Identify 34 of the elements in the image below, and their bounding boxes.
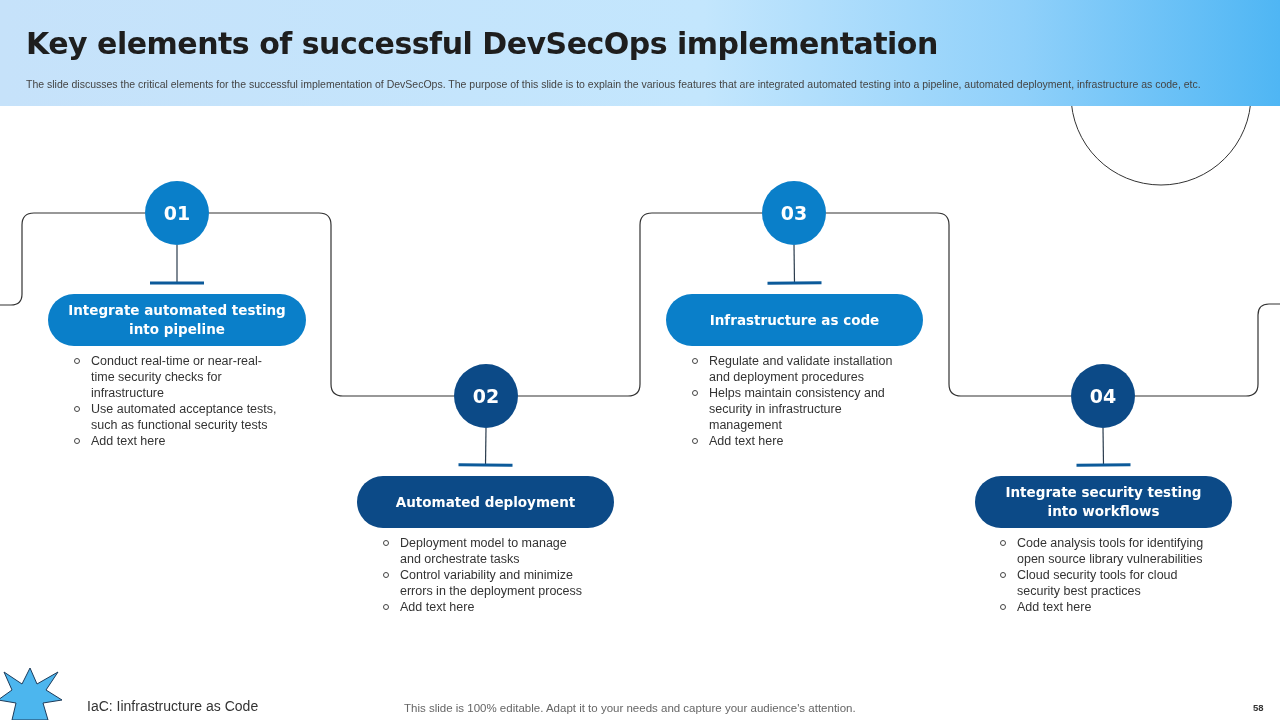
bullet-text: Add text here: [1017, 600, 1092, 614]
bullet-text: Add text here: [400, 600, 475, 614]
bullet-text: Deployment model to manage and orchestrate tasks: [400, 536, 567, 566]
bullet-text: Helps maintain consistency and security in infrastructure management: [709, 386, 885, 432]
slide-title: Key elements of successful DevSecOps implementation: [26, 26, 938, 61]
slide-description: The slide discusses the critical elements for the successful implementation of DevSecOps. The purpose of this slide is to explain the various features that are integrated automated testing into a pipeline, automated deployment, infrastructure as code, etc.: [26, 78, 1201, 90]
bullet-text: Control variability and minimize errors in the deployment process: [400, 568, 583, 598]
step-title-pill: Infrastructure as code: [666, 294, 923, 346]
bullet-text: Cloud security tools for cloud security best practices: [1017, 568, 1178, 598]
step-number-circle: 04: [1071, 364, 1135, 428]
connector-stem: [1075, 427, 1132, 467]
bullet-text: Use automated acceptance tests, such as functional security tests: [91, 402, 277, 432]
step-number-circle: 01: [145, 181, 209, 245]
connector-line: [517, 212, 763, 397]
step-number-circle: 03: [762, 181, 826, 245]
step-title-pill: Integrate security testing into workflows: [975, 476, 1232, 528]
step-title-pill: Integrate automated testing into pipeline: [48, 294, 306, 346]
connector-line: [208, 212, 455, 397]
bullet-text: Code analysis tools for identifying open source library vulnerabilities: [1017, 536, 1204, 566]
step-number-circle: 02: [454, 364, 518, 428]
footer-note: This slide is 100% editable. Adapt it to your needs and capture your audience's attention.: [404, 702, 856, 714]
connector-stem: [148, 244, 206, 285]
step-title-pill: Automated deployment: [357, 476, 614, 528]
connector-stem: [457, 427, 514, 467]
footnote: IaC: Iinfrastructure as Code: [87, 698, 259, 714]
bullet-text: Conduct real-time or near-real-time security checks for infrastructure: [91, 354, 262, 400]
bullet-text: Add text here: [91, 434, 166, 448]
page-number: 58: [1253, 702, 1264, 713]
bullet-text: Add text here: [709, 434, 784, 448]
bullet-text: Regulate and validate installation and deployment procedures: [709, 354, 893, 384]
connector-stem: [766, 244, 823, 285]
connector-line: [825, 212, 1072, 397]
connector-line: [0, 212, 146, 306]
connector-line: [1134, 303, 1280, 397]
